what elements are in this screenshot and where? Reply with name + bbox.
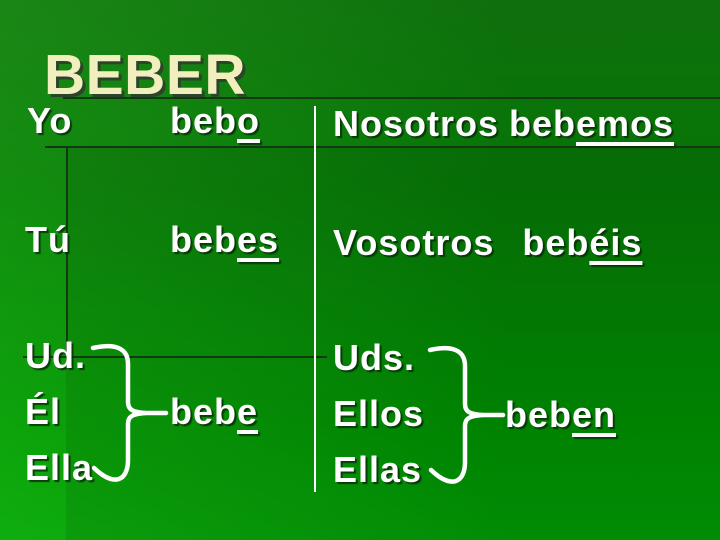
row1-bottom-border: [45, 146, 720, 148]
conjugation-vosotros: Vosotros bebéis: [333, 225, 642, 261]
verb-bebeis: bebéis: [522, 222, 642, 263]
left-brace: [90, 343, 169, 482]
verb-bebe: bebe: [170, 394, 258, 430]
verb-beben: beben: [505, 397, 616, 433]
verb-bebes: bebes: [170, 222, 279, 258]
column-separator: [314, 106, 316, 492]
right-brace: [427, 345, 506, 484]
row2-bottom-border: [23, 356, 327, 358]
pronoun-ellas: Ellas: [333, 449, 423, 490]
pronoun-tu: Tú: [25, 219, 71, 260]
table-border-top: [63, 97, 720, 99]
pronoun-nosotros: Nosotros: [333, 103, 500, 144]
verb-bebo: bebo: [170, 103, 260, 139]
verb-bebemos: bebemos: [509, 103, 674, 144]
pronoun-yo: Yo: [27, 100, 73, 141]
pronoun-uds: Uds.: [333, 337, 416, 378]
verb-ending: en: [572, 394, 617, 435]
verb-ending: emos: [576, 103, 675, 144]
pronoun-el: Él: [25, 391, 62, 432]
pronoun-vosotros: Vosotros: [333, 222, 495, 263]
verb-stem: beb: [522, 222, 590, 263]
verb-stem: beb: [170, 219, 238, 260]
verb-ending: es: [237, 219, 280, 260]
verb-ending: o: [237, 100, 261, 141]
pronoun-ella: Ella: [25, 447, 94, 488]
verb-stem: beb: [509, 103, 577, 144]
verb-ending: e: [237, 391, 259, 432]
verb-stem: beb: [505, 394, 573, 435]
pronoun-ud: Ud.: [25, 335, 86, 376]
table-shade: [66, 146, 720, 540]
verb-stem: beb: [170, 391, 238, 432]
verb-ending: éis: [589, 222, 643, 263]
page-title: BEBER: [44, 43, 247, 107]
verb-stem: beb: [170, 100, 238, 141]
pronoun-ellos: Ellos: [333, 393, 425, 434]
table-left-border: [66, 146, 68, 356]
